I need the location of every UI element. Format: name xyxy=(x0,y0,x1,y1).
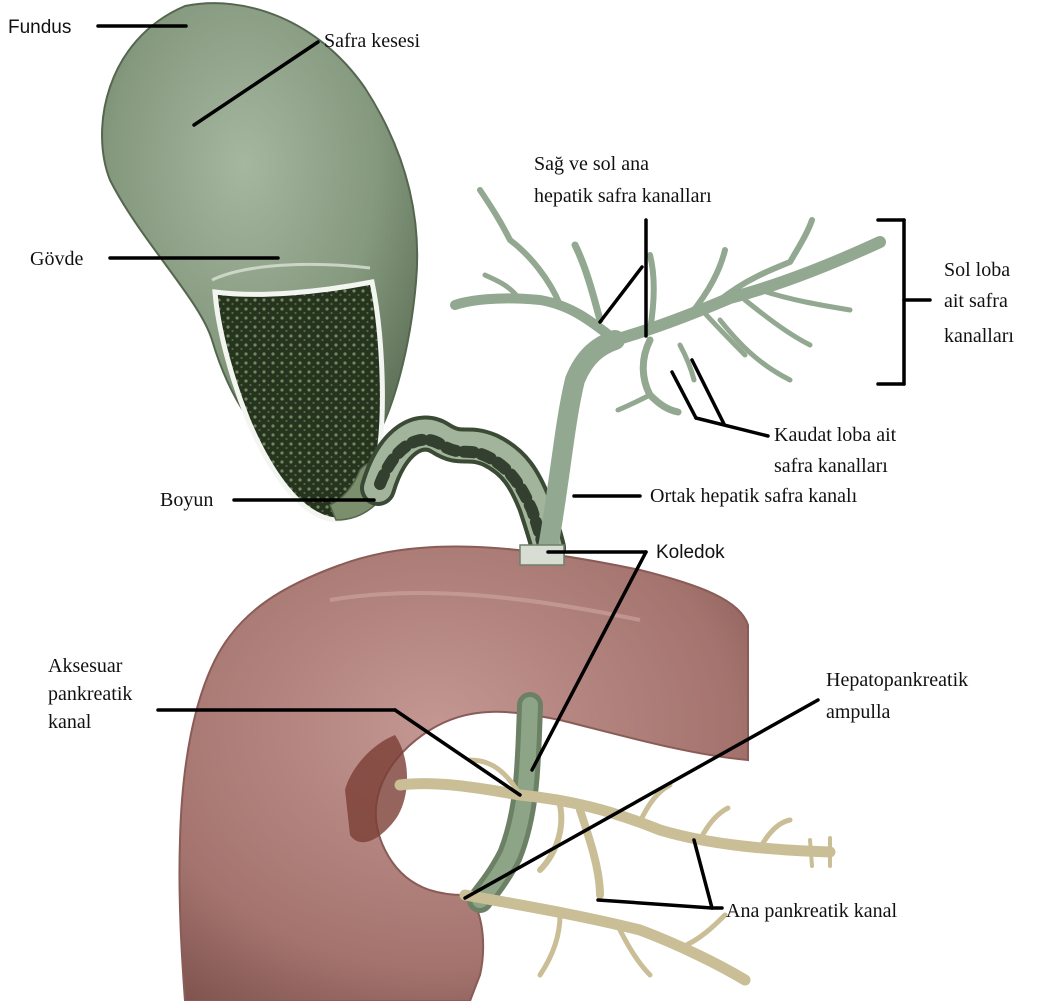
label-aksesuar-line2: pankreatik xyxy=(48,683,132,705)
label-aksesuar-line1: Aksesuar xyxy=(48,655,123,677)
label-hepatopankreatik-line2: ampulla xyxy=(826,701,891,723)
label-kaudat-line2: safra kanalları xyxy=(774,455,888,477)
leader-hepatik-a xyxy=(600,267,642,322)
label-sol-loba-line3: kanalları xyxy=(944,325,1014,347)
label-kaudat-line1: Kaudat loba ait xyxy=(774,424,897,446)
leader-kaudat-b xyxy=(692,360,724,424)
leader-ana-pankreatik-b xyxy=(598,900,712,908)
label-fundus: Fundus xyxy=(8,17,71,38)
label-koledok: Koledok xyxy=(656,542,725,563)
label-sol-loba-line1: Sol loba xyxy=(944,259,1010,281)
duodenum xyxy=(179,546,748,1001)
label-hepatopankreatik-line1: Hepatopankreatik xyxy=(826,669,968,691)
label-boyun: Boyun xyxy=(160,489,213,511)
label-govde: Gövde xyxy=(30,248,83,270)
leader-kaudat-c xyxy=(696,418,768,436)
label-hepatik-line1: Sağ ve sol ana xyxy=(534,153,649,175)
label-ortak-hepatik: Ortak hepatik safra kanalı xyxy=(650,485,858,507)
label-hepatik-line2: hepatik safra kanalları xyxy=(534,185,712,207)
label-ana-pankreatik: Ana pankreatik kanal xyxy=(726,900,897,922)
leader-ana-pankreatik-a xyxy=(694,840,712,908)
cystic-duct xyxy=(378,434,548,548)
label-safra-kesesi: Safra kesesi xyxy=(324,30,421,52)
label-sol-loba-line2: ait safra xyxy=(944,290,1008,312)
label-aksesuar-line3: kanal xyxy=(48,711,92,733)
